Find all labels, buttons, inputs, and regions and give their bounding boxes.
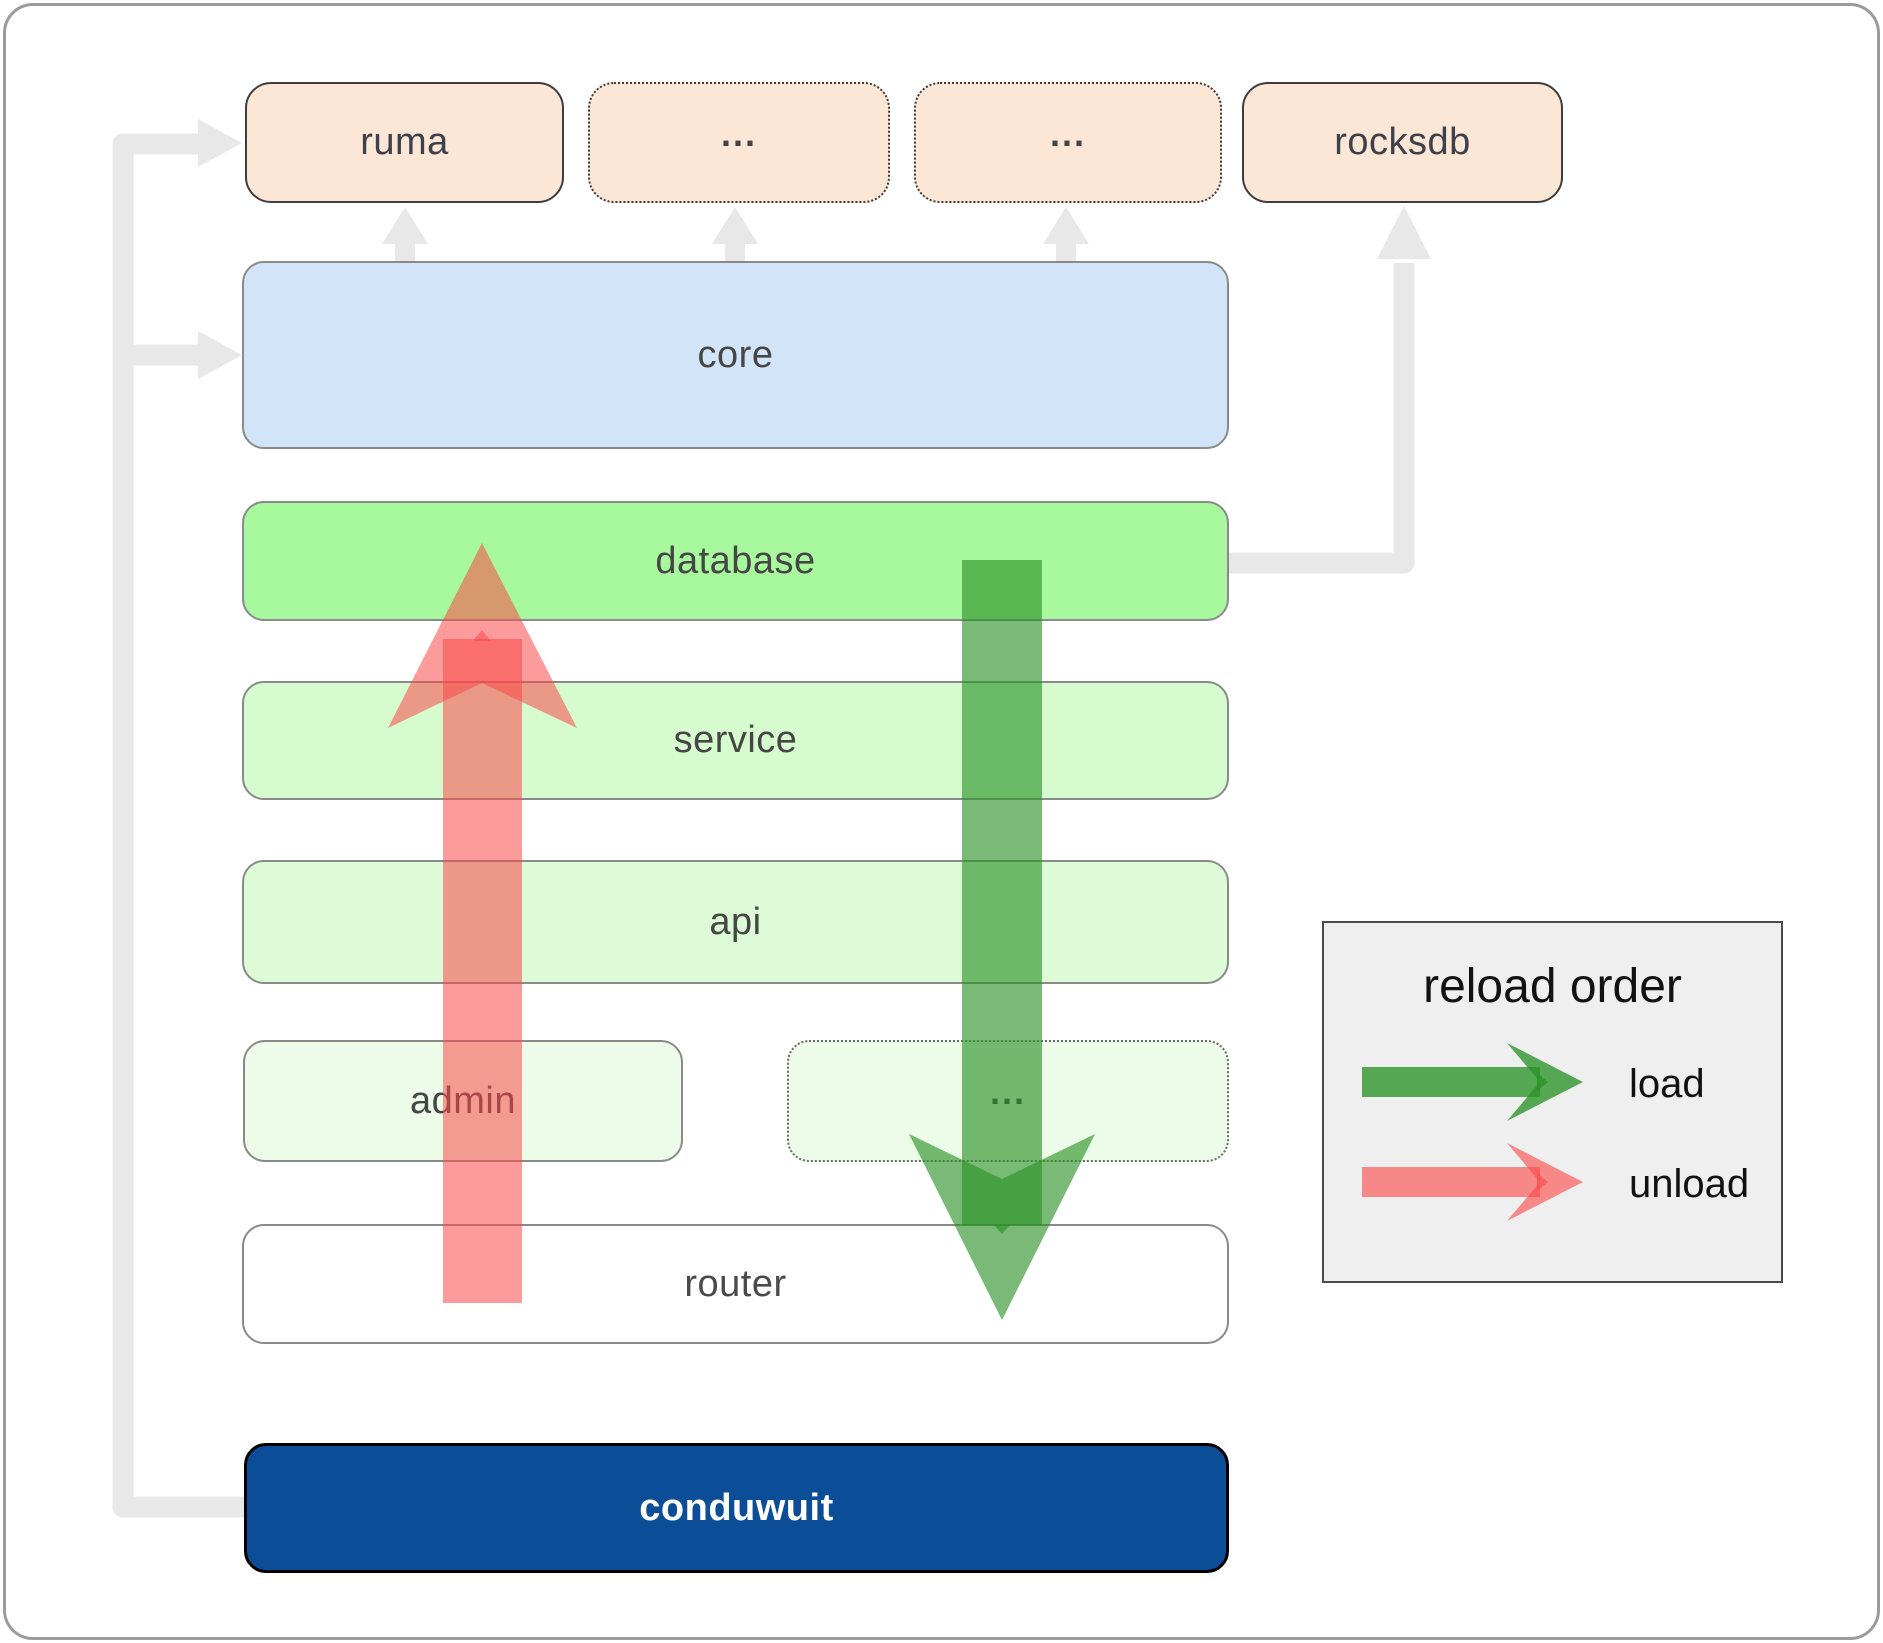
node-admin: admin bbox=[243, 1040, 683, 1162]
node-service: service bbox=[242, 681, 1229, 800]
legend: reload order load unload bbox=[1322, 921, 1783, 1283]
node-ruma: ruma bbox=[245, 82, 564, 203]
node-core-label: core bbox=[697, 333, 774, 376]
arrowhead-core-to-crates-more-2 bbox=[1043, 207, 1089, 244]
node-router-label: router bbox=[684, 1262, 787, 1305]
legend-load-label: load bbox=[1629, 1062, 1705, 1106]
arrowhead-core-to-ruma bbox=[382, 207, 428, 244]
node-api: api bbox=[242, 860, 1229, 984]
node-rocksdb: rocksdb bbox=[1242, 82, 1563, 203]
node-crates-more-1: ... bbox=[588, 82, 890, 203]
node-crates-more-1-label: ... bbox=[720, 112, 757, 154]
arrowhead-core-to-crates-more-1 bbox=[712, 207, 758, 244]
node-database-label: database bbox=[655, 539, 816, 582]
node-admin-label: admin bbox=[410, 1079, 516, 1122]
node-database: database bbox=[242, 501, 1229, 621]
node-service-label: service bbox=[673, 719, 798, 761]
legend-unload-label: unload bbox=[1629, 1162, 1750, 1206]
node-rocksdb-label: rocksdb bbox=[1334, 121, 1471, 163]
node-conduwuit: conduwuit bbox=[244, 1443, 1229, 1573]
connector-database-to-rocksdb bbox=[1229, 263, 1415, 574]
node-router: router bbox=[242, 1224, 1229, 1344]
legend-title: reload order bbox=[1423, 960, 1682, 1013]
node-crates-more-2-label: ... bbox=[1049, 112, 1086, 154]
node-services-more-label: ... bbox=[989, 1071, 1026, 1112]
node-crates-more-2: ... bbox=[914, 82, 1222, 203]
connector-conduwuit-to-ruma bbox=[112, 133, 245, 1518]
arrowhead-into-core bbox=[198, 331, 242, 379]
node-core: core bbox=[242, 261, 1229, 449]
node-ruma-label: ruma bbox=[360, 121, 449, 163]
node-conduwuit-label: conduwuit bbox=[639, 1486, 834, 1529]
node-api-label: api bbox=[709, 900, 762, 943]
node-services-more: ... bbox=[787, 1040, 1229, 1162]
arrowhead-into-rocksdb bbox=[1377, 206, 1431, 259]
arrowhead-into-ruma bbox=[198, 119, 242, 167]
